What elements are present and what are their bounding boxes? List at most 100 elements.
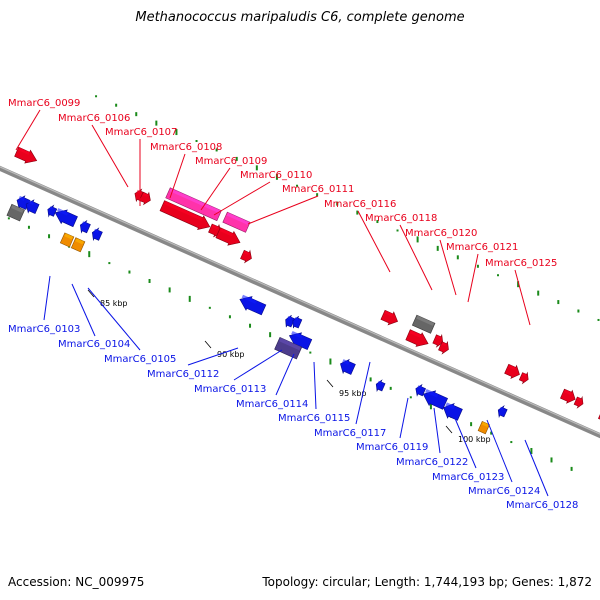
gene-MmarC6_0108-shade [164,201,203,221]
gene-MmarC6_0119-shade [377,380,382,385]
gene-label-mmarc6_0121[interactable]: MmarC6_0121 [446,242,518,253]
gene-MmarC6_0111[interactable] [215,227,241,246]
gene-MmarC6_0125-shade [508,364,516,371]
gene-MmarC6_0126-shade [564,389,572,395]
gene-MmarC6_0118-shade [416,315,435,326]
gene-MmarC6_0103b[interactable] [54,209,78,228]
callout-line [200,167,231,211]
gene-label-mmarc6_0124[interactable]: MmarC6_0124 [468,486,540,497]
gene-MmarC6_0103-shade [49,206,54,210]
gene-MmarC6_0123-shade [425,389,439,398]
gene-label-mmarc6_0112[interactable]: MmarC6_0112 [147,369,219,380]
callout-line [187,347,239,366]
callout-line [467,253,479,303]
gene-label-mmarc6_0115[interactable]: MmarC6_0115 [278,413,350,424]
genome-backbone [0,165,600,439]
gene-label-mmarc6_0117[interactable]: MmarC6_0117 [314,428,386,439]
gene-label-mmarc6_0122[interactable]: MmarC6_0122 [396,457,468,468]
callout-line [71,283,96,337]
callout-line [486,419,513,483]
gene-label-mmarc6_0111[interactable]: MmarC6_0111 [282,184,354,195]
gene-MmarC6_0111b-shade [244,250,250,255]
rna-MmarC6_0128-shade [481,421,489,427]
gene-label-mmarc6_0118[interactable]: MmarC6_0118 [365,213,437,224]
scale-tick-label: 85 kbp [100,299,128,308]
gene-MmarC6_0128-shade [499,406,504,411]
callout-line [247,195,319,225]
callout-line [91,124,129,188]
genome-backbone-highlight [0,166,600,435]
gene-MmarC6_0117[interactable] [340,358,356,375]
gene-MmarC6_0104-shade [82,221,87,226]
gene-MmarC6_0099-shade [18,147,30,155]
gene-MmarC6_0121-shade [441,342,447,347]
callout-line [433,407,441,454]
gene-label-mmarc6_0114[interactable]: MmarC6_0114 [236,399,308,410]
callout-line [15,109,41,151]
gene-label-mmarc6_0123[interactable]: MmarC6_0123 [432,472,504,483]
rna-MmarC6_0105-shade [75,238,84,245]
gene-label-mmarc6_0119[interactable]: MmarC6_0119 [356,442,428,453]
gene-label-mmarc6_0105[interactable]: MmarC6_0105 [104,354,176,365]
gene-MmarC6_0107-shade [169,188,221,214]
gene-MmarC6_0113-shade [287,316,292,320]
callout-line [439,239,457,296]
callout-line [313,361,317,410]
gene-label-mmarc6_0107[interactable]: MmarC6_0107 [105,127,177,138]
gene-MmarC6_0110[interactable] [222,211,251,233]
gene-MmarC6_0103[interactable] [47,204,58,218]
gene-MmarC6_0125b-shade [522,373,527,377]
map-title: Methanococcus maripaludis C6, complete g… [135,10,465,25]
gene-MmarC6_0110-shade [226,212,250,225]
gene-label-mmarc6_0109[interactable]: MmarC6_0109 [195,156,267,167]
gene-MmarC6_0118b-shade [409,330,422,338]
callout-line [514,269,531,326]
accession-text: Accession: NC_009975 [8,575,145,589]
scale-tick-label: 100 kbp [458,435,491,444]
callout-line [169,153,186,199]
gene-label-mmarc6_0104[interactable]: MmarC6_0104 [58,339,130,350]
gene-label-mmarc6_0113[interactable]: MmarC6_0113 [194,384,266,395]
scale-tick [326,379,334,388]
gene-MmarC6_0108[interactable] [159,200,211,231]
gene-label-mmarc6_0128[interactable]: MmarC6_0128 [506,500,578,511]
callout-line [357,210,391,273]
gene-MmarC6_0109-shade [211,224,219,230]
gene-MmarC6_0118[interactable] [411,314,436,334]
gene-MmarC6_0124-shade [445,402,455,410]
gene-MmarC6_0116[interactable] [380,309,398,326]
gene-MmarC6_0106b-shade [142,192,149,197]
gene-label-mmarc6_0099[interactable]: MmarC6_0099 [8,98,80,109]
gene-MmarC6_0118b[interactable] [405,329,429,347]
gene-label-mmarc6_0116[interactable]: MmarC6_0116 [324,199,396,210]
gene-MmarC6_0099[interactable] [14,146,38,164]
gene-MmarC6_0107[interactable] [165,187,222,222]
rna-MmarC6_0104-shade [64,233,73,240]
gene-MmarC6_0125[interactable] [504,363,520,379]
gene-MmarC6_0100-shade [18,195,26,201]
gene-label-mmarc6_0106[interactable]: MmarC6_0106 [58,113,130,124]
scale-tick [445,425,453,434]
scale-tick-label: 95 kbp [339,389,367,398]
callout-line [355,361,371,425]
gene-MmarC6_0120-shade [436,335,441,340]
gene-MmarC6_0122-shade [417,385,422,390]
gene-label-mmarc6_0108[interactable]: MmarC6_0108 [150,142,222,153]
gene-label-mmarc6_0120[interactable]: MmarC6_0120 [405,228,477,239]
gene-MmarC6_0126[interactable] [560,388,576,404]
gene-label-mmarc6_0110[interactable]: MmarC6_0110 [240,170,312,181]
gene-MmarC6_0112[interactable] [239,296,267,316]
gene-label-mmarc6_0125[interactable]: MmarC6_0125 [485,258,557,269]
gene-MmarC6_0126b-shade [577,397,582,401]
callout-line [275,353,295,396]
callout-line [213,181,271,216]
gene-MmarC6_0102-shade [11,204,24,213]
gene-MmarC6_0101-shade [27,200,35,205]
callout-line [399,397,409,439]
genome-summary-text: Topology: circular; Length: 1,744,193 bp… [262,575,592,589]
gene-MmarC6_0128[interactable] [497,404,508,418]
gene-MmarC6_0116-shade [384,310,393,317]
gene-label-mmarc6_0103[interactable]: MmarC6_0103 [8,324,80,335]
gene-MmarC6_0115-shade [279,337,301,351]
gene-MmarC6_0123[interactable] [422,390,448,410]
